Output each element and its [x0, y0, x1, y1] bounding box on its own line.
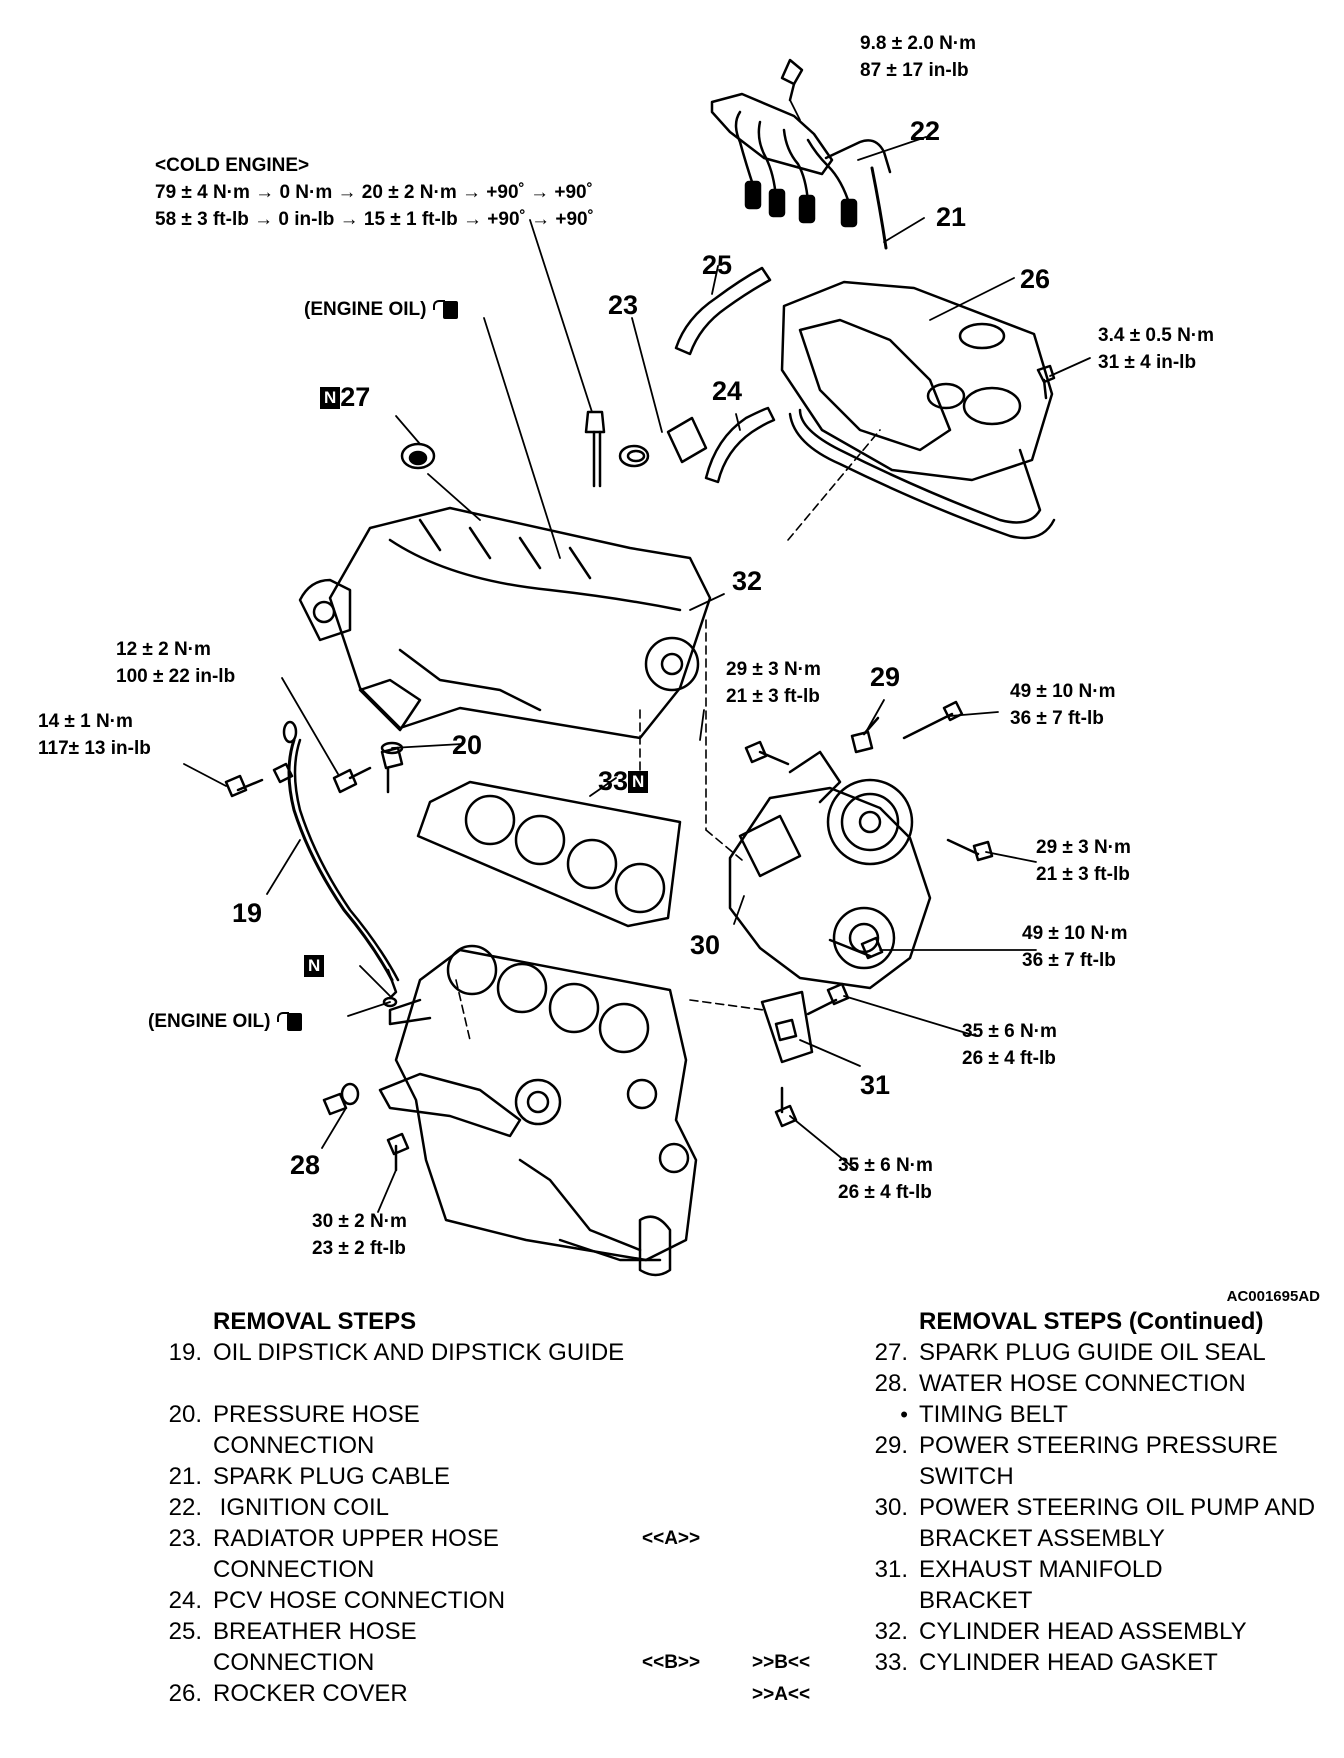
removal-steps-left: REMOVAL STEPS 19.OIL DIPSTICK AND DIPSTI… — [150, 1306, 625, 1709]
callout-20: 20 — [452, 730, 483, 760]
list-item: 21.SPARK PLUG CABLE — [168, 1463, 450, 1490]
pcv-hose — [704, 406, 776, 484]
removal-marker-a: <<A>> — [642, 1528, 701, 1549]
torque-coil-inlb: 87 ± 17 in-lb — [860, 60, 969, 81]
torque-pump-top-nm: 49 ± 10 N·m — [1010, 681, 1116, 702]
torque-pressure-hose-inlb: 100 ± 22 in-lb — [116, 666, 236, 687]
removal-steps-continued-header: REMOVAL STEPS (Continued) — [919, 1308, 1264, 1335]
rocker-cover — [780, 280, 1056, 540]
torque-pump-side-ftlb: 21 ± 3 ft-lb — [1036, 864, 1130, 885]
callout-25: 25 — [702, 250, 733, 280]
list-item: 32.CYLINDER HEAD ASSEMBLY — [874, 1618, 1247, 1645]
install-marker-a: >>A<< — [752, 1684, 811, 1705]
list-item: •TIMING BELT — [856, 1399, 1326, 1430]
list-item: 31.EXHAUST MANIFOLD BRACKET — [874, 1556, 1163, 1614]
cylinder-block — [388, 944, 698, 1277]
pressure-switch — [850, 716, 880, 754]
torque-rocker-inlb: 31 ± 4 in-lb — [1098, 352, 1197, 373]
new-part-mark: N — [628, 771, 649, 793]
figure-code: AC001695AD — [1226, 1288, 1320, 1305]
callout-19: 19 — [232, 898, 263, 928]
torque-bracket-lower-nm: 35 ± 6 N·m — [838, 1155, 933, 1176]
new-part-mark-dipstick-seal: N — [304, 950, 325, 980]
cold-engine-title: <COLD ENGINE> — [155, 155, 310, 176]
callout-29: 29 — [870, 662, 901, 692]
removal-steps-right: REMOVAL STEPS (Continued) 27.SPARK PLUG … — [856, 1306, 1326, 1678]
water-hose — [322, 1082, 360, 1116]
list-item: 27.SPARK PLUG GUIDE OIL SEAL — [874, 1339, 1266, 1366]
new-part-mark: N — [320, 387, 341, 409]
callout-30: 30 — [690, 930, 721, 960]
radiator-hose — [618, 416, 708, 468]
removal-steps-header: REMOVAL STEPS — [213, 1308, 417, 1335]
install-marker-b: >>B<< — [752, 1652, 811, 1673]
pressure-hose — [380, 741, 404, 794]
rocker-bolt — [1036, 364, 1056, 400]
list-item: 19.OIL DIPSTICK AND DIPSTICK GUIDE — [168, 1339, 625, 1366]
callout-31: 31 — [860, 1070, 891, 1100]
removal-marker-b: <<B>> — [642, 1652, 701, 1673]
callout-28: 28 — [290, 1150, 321, 1180]
breather-hose — [674, 266, 772, 356]
list-item: 22. IGNITION COIL — [168, 1494, 390, 1521]
list-item: 23.RADIATOR UPPER HOSE CONNECTION — [168, 1525, 499, 1583]
list-item: 29.POWER STEERING PRESSURE SWITCH — [874, 1432, 1278, 1490]
torque-rocker-nm: 3.4 ± 0.5 N·m — [1098, 325, 1215, 346]
callout-26: 26 — [1020, 264, 1051, 294]
callout-24: 24 — [712, 376, 743, 406]
torque-coil-nm: 9.8 ± 2.0 N·m — [860, 33, 977, 54]
callout-32: 32 — [732, 566, 763, 596]
torque-pump-upper-nm: 29 ± 3 N·m — [726, 659, 821, 680]
dipstick-bolt — [224, 774, 264, 798]
oil-can-icon — [276, 1009, 302, 1031]
oil-seal — [400, 442, 436, 470]
callout-22: 22 — [910, 116, 941, 146]
engine-oil-label-bottom: (ENGINE OIL) — [148, 1008, 302, 1035]
list-item: 20.PRESSURE HOSE CONNECTION — [168, 1401, 420, 1459]
head-bolt — [584, 410, 606, 488]
torque-pump-upper-ftlb: 21 ± 3 ft-lb — [726, 686, 820, 707]
exhaust-manifold-bracket — [760, 990, 814, 1064]
list-item: 33.CYLINDER HEAD GASKET — [874, 1649, 1218, 1676]
engine-oil-label-top: (ENGINE OIL) — [304, 296, 458, 323]
cold-engine-nm-sequence: 79 ± 4 N·m → 0 N·m → 20 ± 2 N·m → +90˚ →… — [155, 182, 593, 203]
list-item: 24.PCV HOSE CONNECTION — [168, 1587, 506, 1614]
torque-pressure-hose-nm: 12 ± 2 N·m — [116, 639, 211, 660]
list-item: 26.ROCKER COVER — [168, 1680, 408, 1707]
torque-dipstick-inlb: 117± 13 in-lb — [38, 738, 151, 759]
torque-pump-side-nm: 29 ± 3 N·m — [1036, 837, 1131, 858]
torque-bracket-upper-ftlb: 26 ± 4 ft-lb — [962, 1048, 1056, 1069]
torque-pump-lower-ftlb: 36 ± 7 ft-lb — [1022, 950, 1116, 971]
torque-water-bracket-ftlb: 23 ± 2 ft-lb — [312, 1238, 406, 1259]
cylinder-head — [298, 506, 712, 740]
cold-engine-ftlb-sequence: 58 ± 3 ft-lb → 0 in-lb → 15 ± 1 ft-lb → … — [155, 209, 594, 230]
callout-23: 23 — [608, 290, 639, 320]
list-item: 25.BREATHER HOSE CONNECTION — [168, 1618, 417, 1676]
head-gasket — [416, 780, 682, 928]
bullet-icon: • — [900, 1402, 908, 1427]
ignition-coil — [710, 58, 892, 250]
oil-can-icon — [432, 297, 458, 319]
list-item: 28.WATER HOSE CONNECTION — [874, 1370, 1246, 1397]
torque-bracket-lower-ftlb: 26 ± 4 ft-lb — [838, 1182, 932, 1203]
power-steering-pump-bracket — [728, 750, 932, 990]
torque-dipstick-nm: 14 ± 1 N·m — [38, 711, 133, 732]
callout-21: 21 — [936, 202, 967, 232]
torque-pump-top-ftlb: 36 ± 7 ft-lb — [1010, 708, 1104, 729]
torque-water-bracket-nm: 30 ± 2 N·m — [312, 1211, 407, 1232]
torque-pump-lower-nm: 49 ± 10 N·m — [1022, 923, 1128, 944]
list-item: 30.POWER STEERING OIL PUMP AND BRACKET A… — [874, 1494, 1316, 1552]
oil-dipstick — [282, 720, 400, 1008]
torque-bracket-upper-nm: 35 ± 6 N·m — [962, 1021, 1057, 1042]
